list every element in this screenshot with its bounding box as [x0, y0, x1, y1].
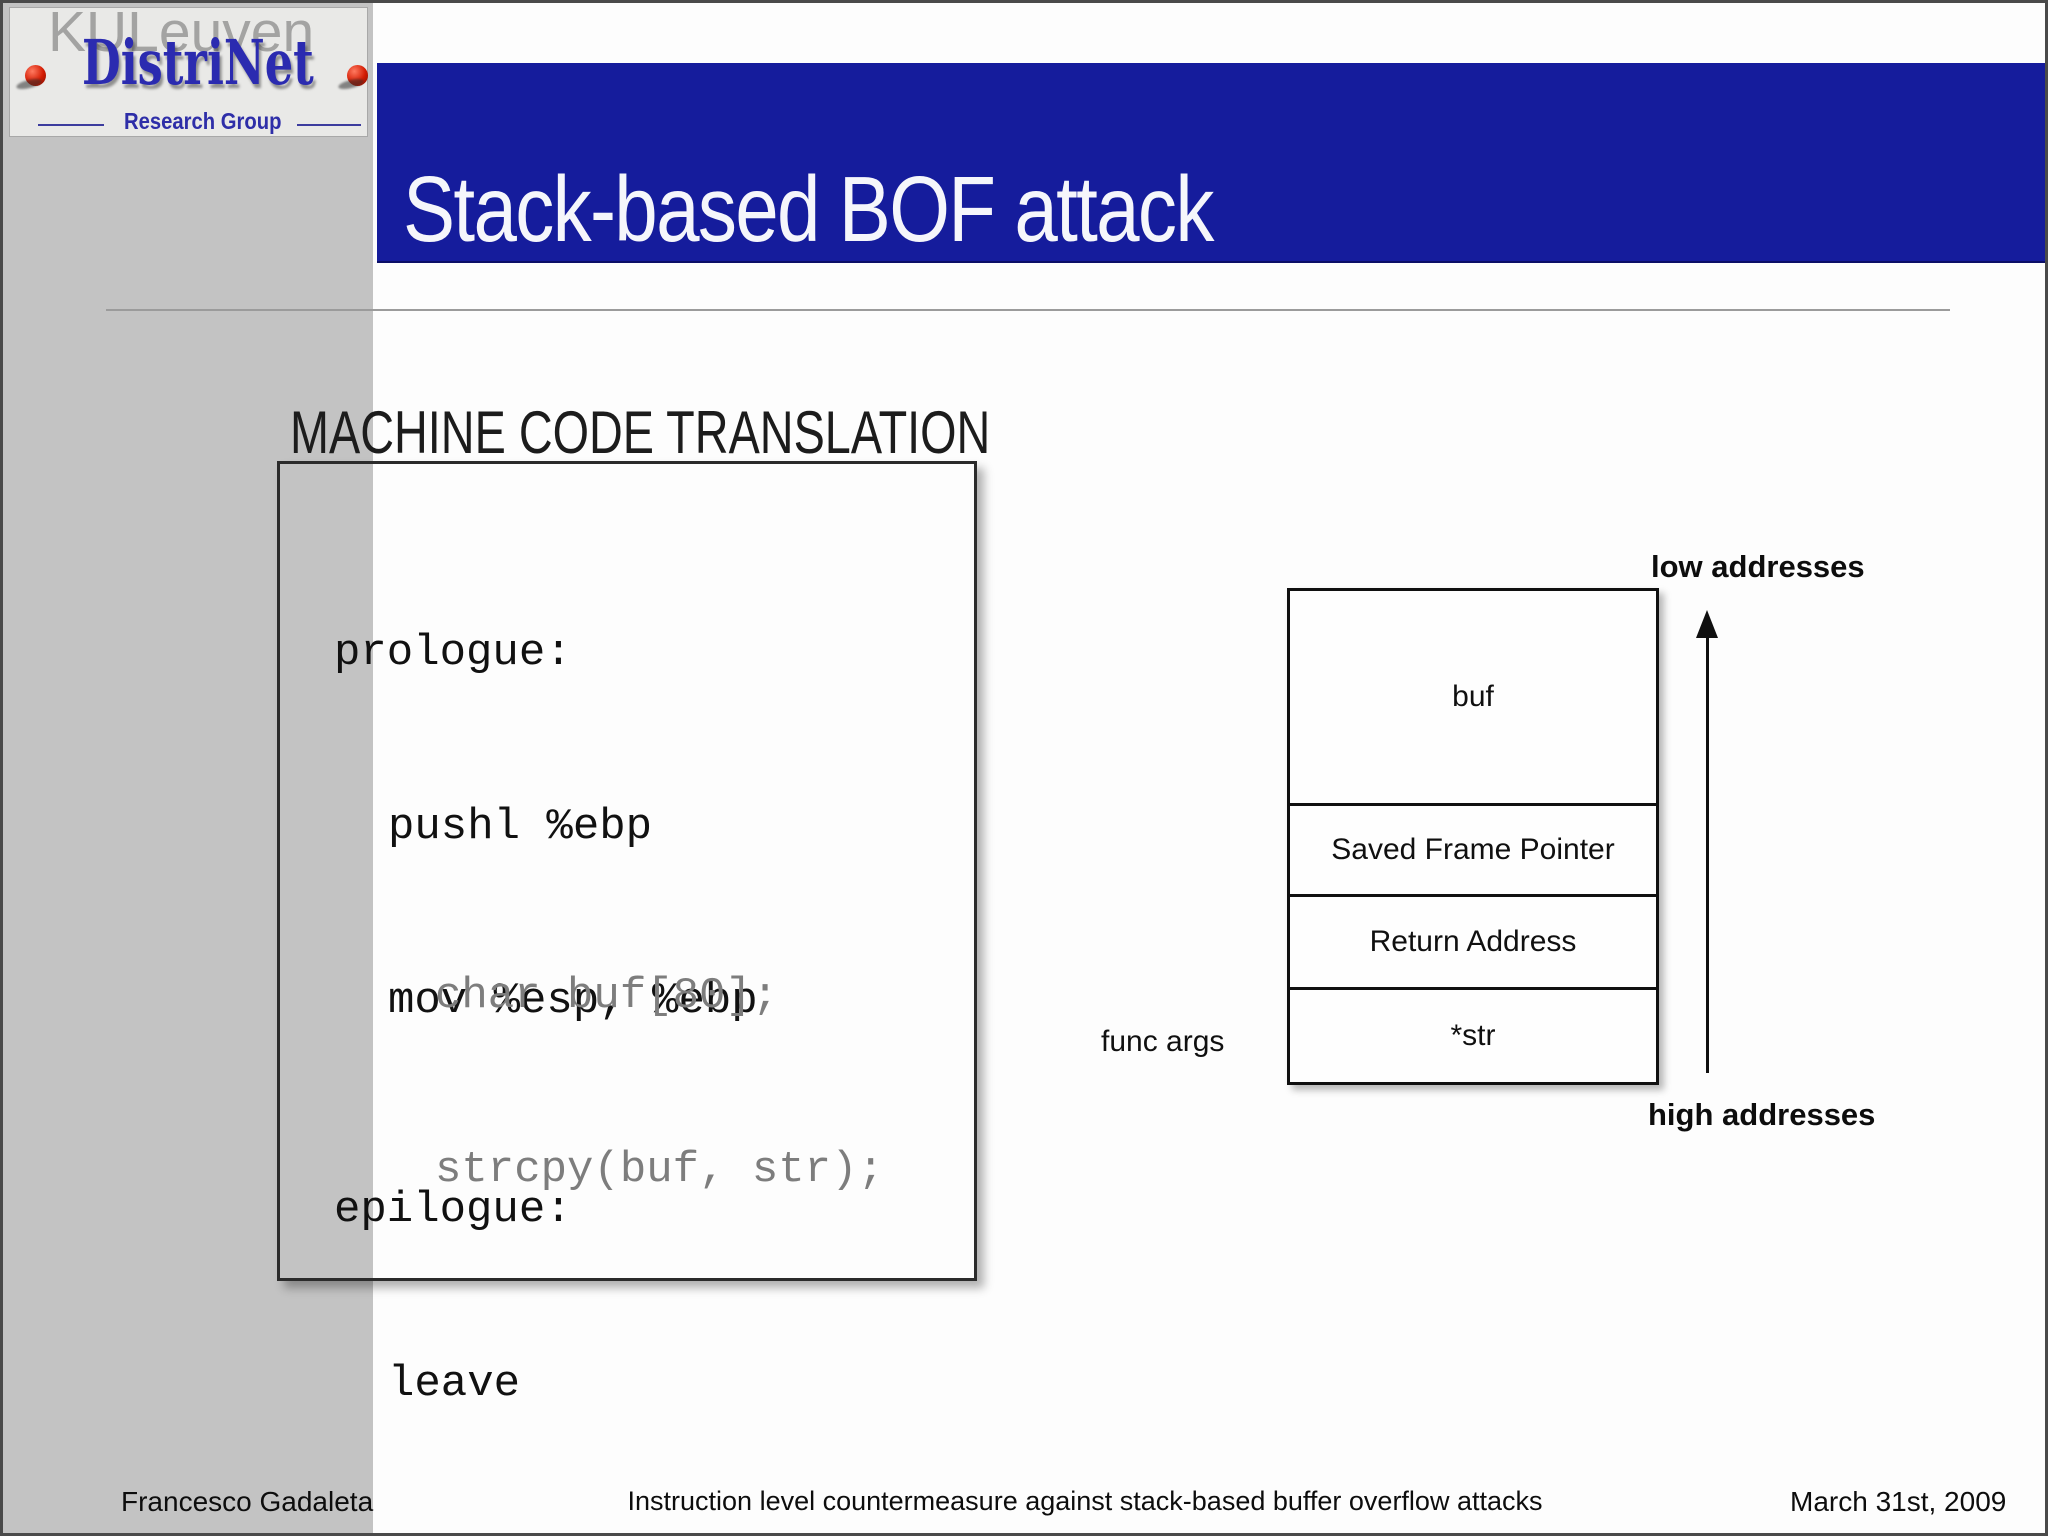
up-arrow-icon: [1696, 610, 1718, 638]
code-line: ret: [388, 1529, 572, 1533]
footer-author: Francesco Gadaleta: [121, 1486, 374, 1517]
prologue-code: prologue: pushl %ebp mov %esp, %ebp: [334, 508, 758, 1146]
code-line: strcpy(buf, str);: [435, 1145, 884, 1195]
red-ball-icon: [25, 65, 46, 86]
red-ball-icon: [347, 65, 368, 86]
distrinet-logo-text: DistriNet: [82, 26, 314, 99]
epilogue-code: epilogue: leave ret: [334, 1065, 572, 1533]
up-arrow-line: [1706, 637, 1709, 1073]
stack-frame-saved-frame-pointer: Saved Frame Pointer: [1290, 803, 1656, 894]
stack-frame-str: *str: [1290, 987, 1656, 1082]
footer-presentation-title: Instruction level countermeasure against…: [627, 1486, 1543, 1516]
horizontal-rule: [106, 309, 1950, 311]
footer-date: March 31st, 2009: [1790, 1486, 2007, 1517]
c-source-code: char buf[80]; strcpy(buf, str);: [334, 851, 884, 1315]
low-addresses-label: low addresses: [1651, 549, 1865, 584]
title-banner: Stack-based BOF attack: [377, 63, 2045, 263]
code-line: epilogue:: [334, 1185, 572, 1235]
code-line: prologue:: [334, 628, 572, 678]
section-heading: MACHINE CODE TRANSLATION: [290, 399, 991, 466]
logo-divider-line: [38, 124, 104, 126]
logo-divider-line: [297, 124, 361, 126]
stack-diagram: buf Saved Frame Pointer Return Address *…: [1287, 588, 1659, 1085]
code-line: char buf[80];: [435, 971, 779, 1021]
func-args-label: func args: [1101, 1025, 1225, 1058]
high-addresses-label: high addresses: [1648, 1097, 1876, 1132]
distrinet-logo: KULeuven DistriNet Research Group: [9, 3, 368, 137]
stack-frame-return-address: Return Address: [1290, 894, 1656, 987]
machine-code-box: [277, 461, 977, 1281]
kuleuven-watermark: KULeuven: [48, 0, 315, 64]
stack-frame-buf: buf: [1452, 680, 1494, 713]
research-group-label: Research Group: [124, 108, 282, 134]
code-line: mov %esp, %ebp: [388, 976, 758, 1026]
code-line: leave: [388, 1359, 521, 1409]
slide-title: Stack-based BOF attack: [403, 157, 1214, 261]
code-line: pushl %ebp: [388, 802, 653, 852]
